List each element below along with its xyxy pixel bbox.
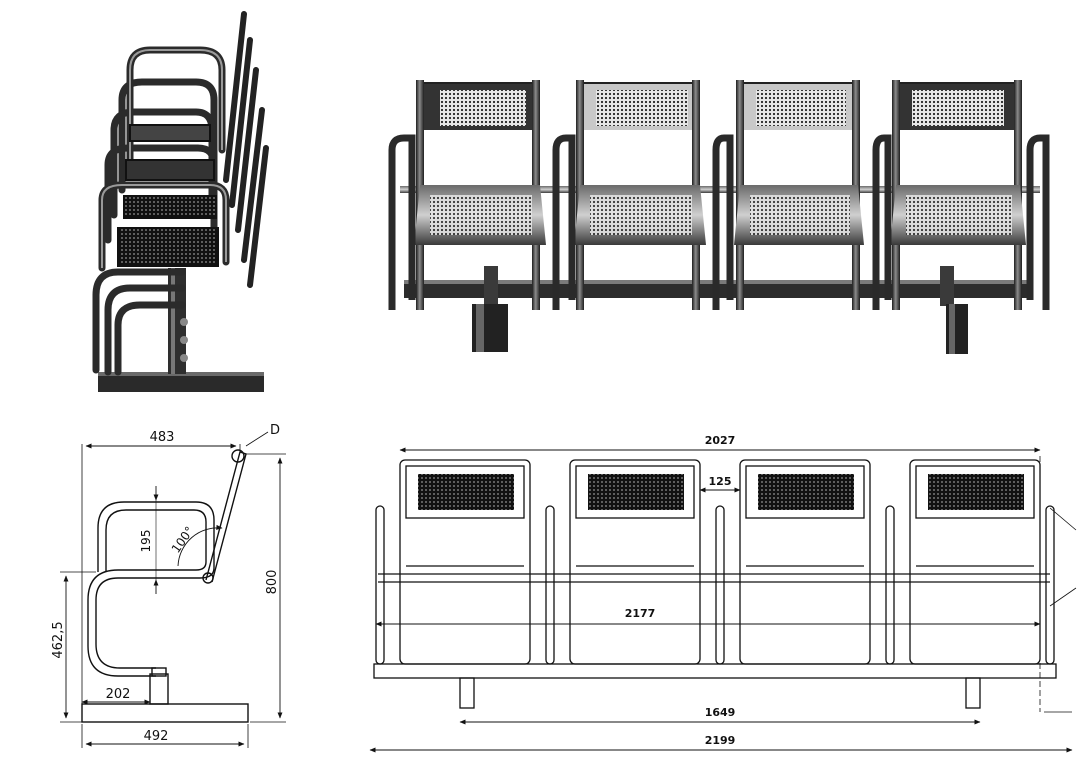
dim-seat-gap: 125 [709, 475, 732, 488]
side-drawing-base [81, 703, 249, 723]
side-render-view [92, 11, 269, 392]
dim-detail-callout: D [270, 423, 280, 438]
dim-backrest-gap: 195 [139, 530, 153, 553]
front-drawing-foot-right [965, 677, 981, 709]
dim-overall-top: 2027 [705, 434, 736, 447]
front-drawing-seat-1 [399, 459, 531, 665]
side-drawing-labels: 483 D 800 195 100° 462,5 202 492 [51, 423, 280, 744]
front-drawing-foot-left [459, 677, 475, 709]
dim-seat-height: 462,5 [51, 621, 66, 658]
side-drawing-view [60, 431, 286, 748]
front-render-chair-2 [552, 80, 706, 310]
front-render-foot-left [472, 266, 508, 352]
front-drawing-seat-2 [569, 459, 701, 665]
dim-base-depth: 492 [144, 729, 169, 744]
dim-overall-bottom: 2199 [705, 734, 736, 747]
side-render-backrests [223, 11, 269, 288]
front-render-foot-right [940, 266, 968, 354]
front-drawing-seat-3 [739, 459, 871, 665]
front-drawing-seat-4 [909, 459, 1041, 665]
side-drawing-frame [95, 501, 215, 669]
dim-inner-span: 2177 [625, 607, 656, 620]
dim-height-total: 800 [265, 570, 280, 595]
front-render-chair-4 [872, 80, 1050, 310]
dim-foot-offset: 202 [106, 687, 131, 702]
front-drawing-view [369, 447, 1077, 753]
side-render-seat-panel [117, 227, 219, 267]
front-drawing-beam [373, 663, 1057, 679]
side-drawing-backrest [205, 451, 247, 583]
dim-backrest-angle: 100° [169, 524, 197, 556]
front-render-connecting-bar [400, 186, 1040, 193]
front-drawing-perforations [418, 474, 1024, 510]
front-render-view [388, 80, 1050, 354]
front-drawing-armrests [375, 505, 1055, 665]
side-drawing-post [149, 673, 169, 705]
side-render-base-plate [98, 372, 264, 392]
front-render-chair-3 [712, 80, 864, 310]
front-render-chair-1 [388, 80, 546, 310]
dim-width-top: 483 [150, 430, 175, 445]
front-drawing-labels: 2027 125 2177 1649 2199 [625, 434, 736, 747]
dim-feet-span: 1649 [705, 706, 736, 719]
